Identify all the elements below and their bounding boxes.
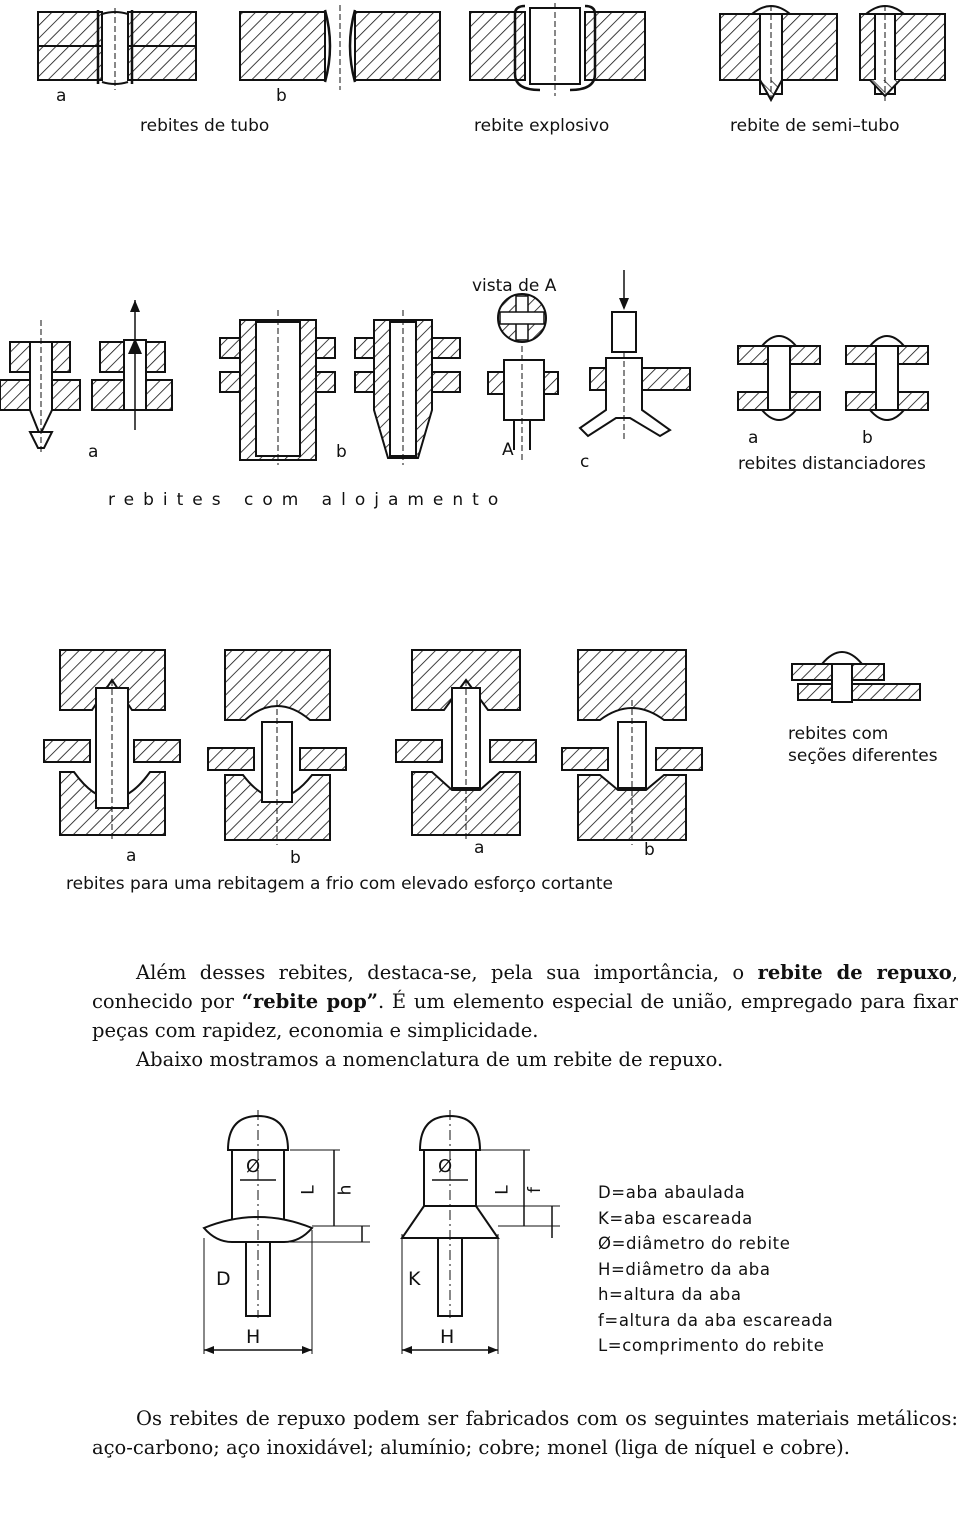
- nomenclature-intro: Abaixo mostramos a nomenclatura de um re…: [136, 1048, 724, 1071]
- materials-paragraph: Os rebites de repuxo podem ser fabricado…: [92, 1404, 958, 1462]
- length-label-2: L: [492, 1185, 513, 1195]
- different-sections-line1: rebites com: [788, 724, 889, 744]
- spacer-rivet-title: rebites distanciadores: [738, 454, 926, 474]
- cold-riveting-title: rebites para uma rebitagem a frio com el…: [66, 874, 613, 894]
- pop-rivet-term: rebite de repuxo: [757, 961, 952, 984]
- legend-item: Ø=diâmetro do rebite: [598, 1234, 791, 1253]
- countersunk-head-label: K: [408, 1268, 421, 1290]
- housing-c-label: c: [580, 452, 590, 472]
- housing-a-label: a: [88, 442, 99, 462]
- domed-head-label: D: [216, 1268, 231, 1290]
- housing-rivet-title: rebites com alojamento: [108, 490, 508, 510]
- cold-a2-label: a: [474, 838, 485, 858]
- pop-rivet-nickname: “rebite pop”: [241, 990, 378, 1013]
- diameter-symbol-1: Ø: [246, 1156, 261, 1177]
- intro-paragraph-body: Além desses rebites, destaca-se, pela su…: [92, 961, 959, 1042]
- head-height-label: h: [335, 1184, 356, 1196]
- length-label-1: L: [298, 1185, 319, 1195]
- tube-rivet-title: rebites de tubo: [140, 116, 270, 136]
- tube-rivet-figure: [37, 3, 946, 104]
- housing-rivet-figure: [0, 270, 929, 465]
- cold-b1-label: b: [290, 848, 301, 868]
- arrow-a-label: A: [502, 440, 514, 460]
- head-diameter-label-1: H: [246, 1326, 261, 1348]
- view-a-label: vista de A: [472, 276, 557, 296]
- nomenclature-legend: D=aba abaulada K=aba escareada Ø=diâmetr…: [598, 1180, 833, 1359]
- dist-b-label: b: [862, 428, 873, 448]
- legend-item: f=altura da aba escareada: [598, 1310, 834, 1330]
- semitube-rivet-title: rebite de semi–tubo: [730, 116, 900, 136]
- explosive-rivet-title: rebite explosivo: [474, 116, 610, 136]
- cold-b2-label: b: [644, 840, 655, 860]
- legend-item: H=diâmetro da aba: [598, 1259, 771, 1279]
- materials-paragraph-body: Os rebites de repuxo podem ser fabricado…: [92, 1407, 958, 1459]
- cold-a1-label: a: [126, 846, 137, 866]
- legend-item: D=aba abaulada: [598, 1183, 746, 1202]
- legend-item: h=altura da aba: [598, 1285, 742, 1304]
- tube-a-label: a: [56, 86, 67, 106]
- intro-paragraph: Além desses rebites, destaca-se, pela su…: [92, 958, 958, 1074]
- cold-riveting-figure: [43, 649, 921, 845]
- head-diameter-label-2: H: [440, 1326, 455, 1348]
- diameter-symbol-2: Ø: [438, 1156, 453, 1177]
- legend-item: K=aba escareada: [598, 1208, 753, 1228]
- housing-b-label: b: [336, 442, 347, 462]
- different-sections-line2: seções diferentes: [788, 746, 938, 766]
- tube-b-label: b: [276, 86, 287, 106]
- countersunk-height-label: f: [525, 1187, 545, 1193]
- dist-a-label: a: [748, 428, 759, 448]
- pop-rivet-nomenclature-figure: [202, 1110, 560, 1354]
- legend-item: L=comprimento do rebite: [598, 1336, 825, 1355]
